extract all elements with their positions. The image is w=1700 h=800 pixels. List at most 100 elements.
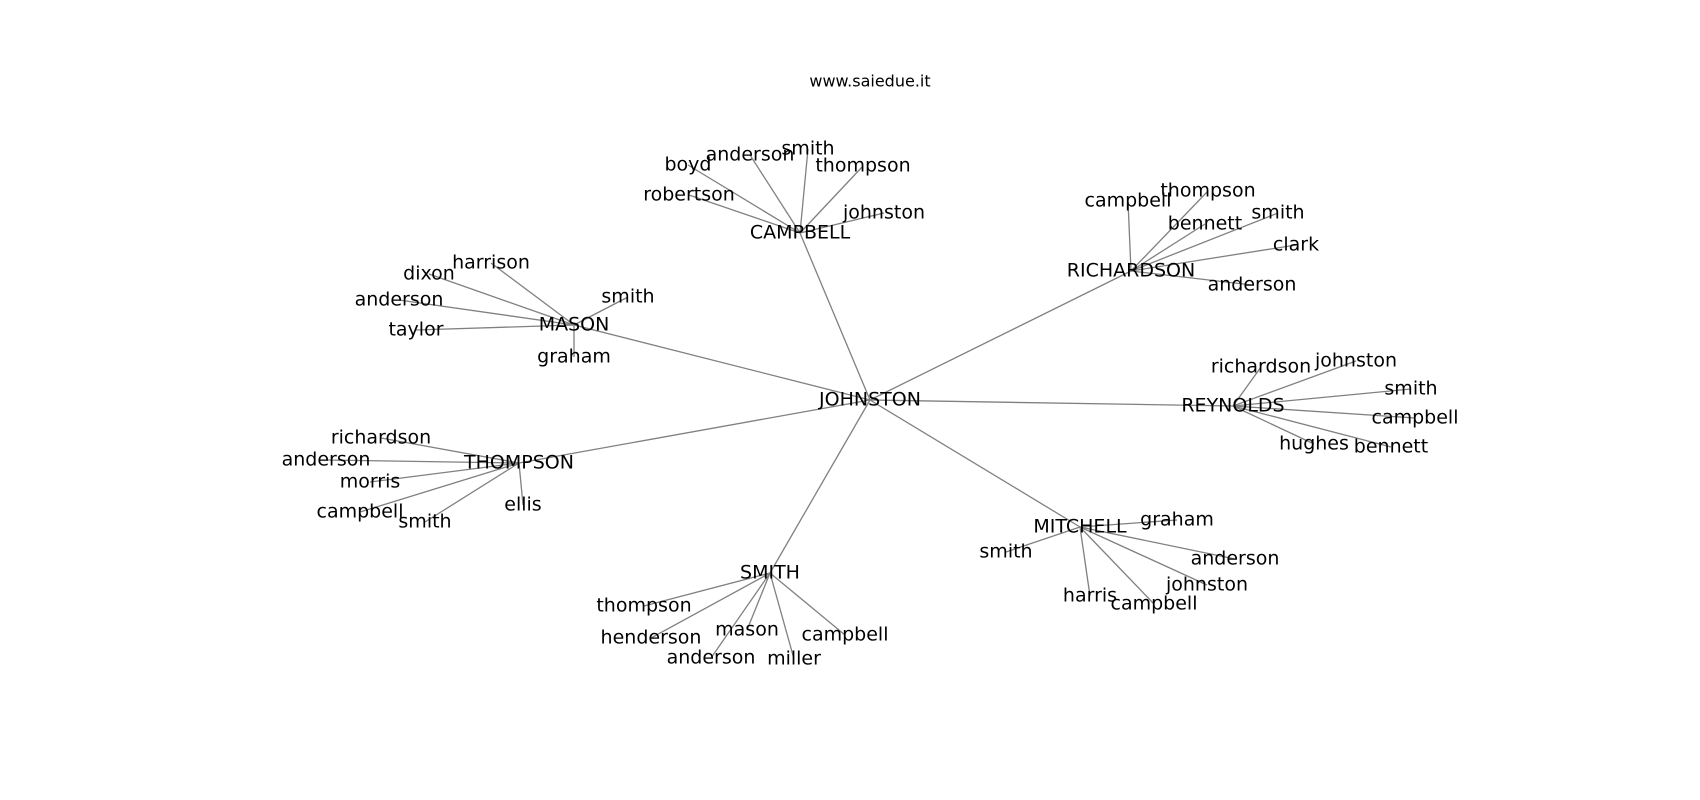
root-node-label: JOHNSTON [818, 389, 921, 411]
leaf-node-reynolds-bennett: bennett [1354, 436, 1428, 458]
edge-root-mason [573, 324, 871, 401]
edge-reynolds-smith [1232, 388, 1412, 407]
leaf-node-campbell-smith: smith [781, 138, 834, 160]
hub-node-thompson: THOMPSON [463, 452, 574, 474]
leaf-node-mitchell-johnston: johnston [1165, 574, 1248, 596]
leaf-node-mason-taylor: taylor [388, 319, 443, 341]
edge-mitchell-campbell [1079, 526, 1155, 605]
edge-mason-taylor [415, 324, 575, 331]
edge-campbell-thompson [799, 165, 864, 234]
edge-mitchell-johnston [1079, 526, 1208, 586]
edge-richardson-anderson [1130, 270, 1253, 286]
edge-smith-anderson [710, 572, 771, 659]
leaf-node-mitchell-campbell: campbell [1111, 593, 1198, 615]
edge-thompson-ellis [518, 462, 524, 506]
leaf-node-mason-graham: graham [537, 346, 611, 368]
edge-root-campbell [799, 232, 871, 401]
leaf-node-mason-smith: smith [601, 286, 654, 308]
leaf-node-richardson-bennett: bennett [1168, 213, 1242, 235]
edge-campbell-anderson [749, 154, 801, 234]
edge-mitchell-smith [1005, 526, 1081, 553]
edge-thompson-richardson [380, 437, 520, 464]
leaf-node-smith-henderson: henderson [601, 627, 702, 649]
edge-richardson-campbell [1127, 200, 1132, 272]
edge-smith-thompson [643, 572, 771, 607]
edge-campbell-robertson [688, 194, 801, 234]
leaf-node-thompson-ellis: ellis [504, 494, 541, 516]
leaf-node-mitchell-graham: graham [1140, 509, 1214, 531]
edge-campbell-boyd [687, 164, 801, 234]
labels-layer: JOHNSTONCAMPBELLboydandersonsmiththompso… [282, 138, 1459, 670]
leaf-node-smith-campbell: campbell [802, 624, 889, 646]
leaf-node-reynolds-campbell: campbell [1372, 407, 1459, 429]
hub-node-smith: SMITH [740, 562, 800, 584]
edge-reynolds-richardson [1232, 366, 1262, 407]
hub-node-mitchell: MITCHELL [1033, 516, 1127, 538]
leaf-node-campbell-thompson: thompson [815, 155, 910, 177]
edge-reynolds-bennett [1232, 405, 1392, 448]
leaf-node-reynolds-hughes: hughes [1279, 433, 1349, 455]
edge-reynolds-campbell [1232, 405, 1416, 419]
edge-richardson-thompson [1130, 190, 1209, 272]
edges-layer [325, 148, 1416, 660]
leaf-node-smith-anderson: anderson [667, 647, 756, 669]
leaf-node-richardson-campbell: campbell [1085, 190, 1172, 212]
leaf-node-mitchell-anderson: anderson [1191, 548, 1280, 570]
edge-mason-dixon [428, 273, 575, 326]
leaf-node-smith-mason: mason [715, 619, 779, 641]
leaf-node-mason-harrison: harrison [452, 252, 530, 274]
leaf-node-mitchell-smith: smith [979, 541, 1032, 563]
leaf-node-thompson-morris: morris [340, 471, 401, 493]
leaf-node-campbell-robertson: robertson [643, 184, 735, 206]
leaf-node-thompson-campbell: campbell [317, 501, 404, 523]
leaf-node-reynolds-richardson: richardson [1211, 356, 1311, 378]
leaf-node-reynolds-johnston: johnston [1314, 350, 1397, 372]
edge-thompson-anderson [325, 459, 520, 464]
leaf-node-richardson-thompson: thompson [1160, 180, 1255, 202]
leaf-node-thompson-richardson: richardson [331, 427, 431, 449]
leaf-node-smith-thompson: thompson [596, 595, 691, 617]
leaf-node-mitchell-harris: harris [1063, 585, 1117, 607]
leaf-node-richardson-smith: smith [1251, 202, 1304, 224]
edge-smith-miller [769, 572, 795, 660]
leaf-node-smith-miller: miller [767, 648, 821, 670]
edge-campbell-smith [799, 148, 809, 234]
edge-thompson-campbell [359, 462, 520, 513]
edge-root-reynolds [869, 399, 1234, 407]
edge-smith-campbell [769, 572, 846, 636]
edge-mason-smith [573, 296, 629, 326]
leaf-node-campbell-anderson: anderson [706, 144, 795, 166]
edge-richardson-bennett [1130, 223, 1206, 272]
edge-root-smith [769, 399, 871, 574]
leaf-node-thompson-smith: smith [398, 511, 451, 533]
leaf-node-mason-anderson: anderson [355, 289, 444, 311]
leaf-node-thompson-anderson: anderson [282, 449, 371, 471]
edge-mason-anderson [398, 299, 575, 326]
edge-reynolds-johnston [1232, 360, 1357, 407]
hub-node-richardson: RICHARDSON [1067, 260, 1195, 282]
edge-root-richardson [869, 270, 1132, 401]
edge-richardson-smith [1130, 212, 1279, 272]
leaf-node-mason-dixon: dixon [403, 263, 455, 285]
edge-thompson-morris [369, 462, 520, 483]
edge-root-mitchell [869, 399, 1081, 528]
leaf-node-richardson-clark: clark [1273, 234, 1319, 256]
edge-smith-henderson [650, 572, 771, 639]
leaf-node-campbell-johnston: johnston [842, 202, 925, 224]
hub-node-reynolds: REYNOLDS [1181, 395, 1284, 417]
edge-mitchell-anderson [1079, 526, 1236, 560]
leaf-node-richardson-anderson: anderson [1208, 274, 1297, 296]
edge-reynolds-hughes [1232, 405, 1315, 445]
leaf-node-campbell-boyd: boyd [665, 154, 712, 176]
edge-thompson-smith [424, 462, 520, 523]
source-watermark: www.saiedue.it [809, 72, 930, 91]
hub-node-campbell: CAMPBELL [750, 222, 851, 244]
leaf-node-reynolds-smith: smith [1384, 378, 1437, 400]
edge-mitchell-harris [1079, 526, 1091, 597]
edge-mitchell-graham [1079, 519, 1178, 528]
edge-smith-mason [746, 572, 771, 631]
edge-root-thompson [518, 399, 871, 464]
hub-node-mason: MASON [539, 314, 610, 336]
edge-richardson-clark [1130, 244, 1297, 272]
